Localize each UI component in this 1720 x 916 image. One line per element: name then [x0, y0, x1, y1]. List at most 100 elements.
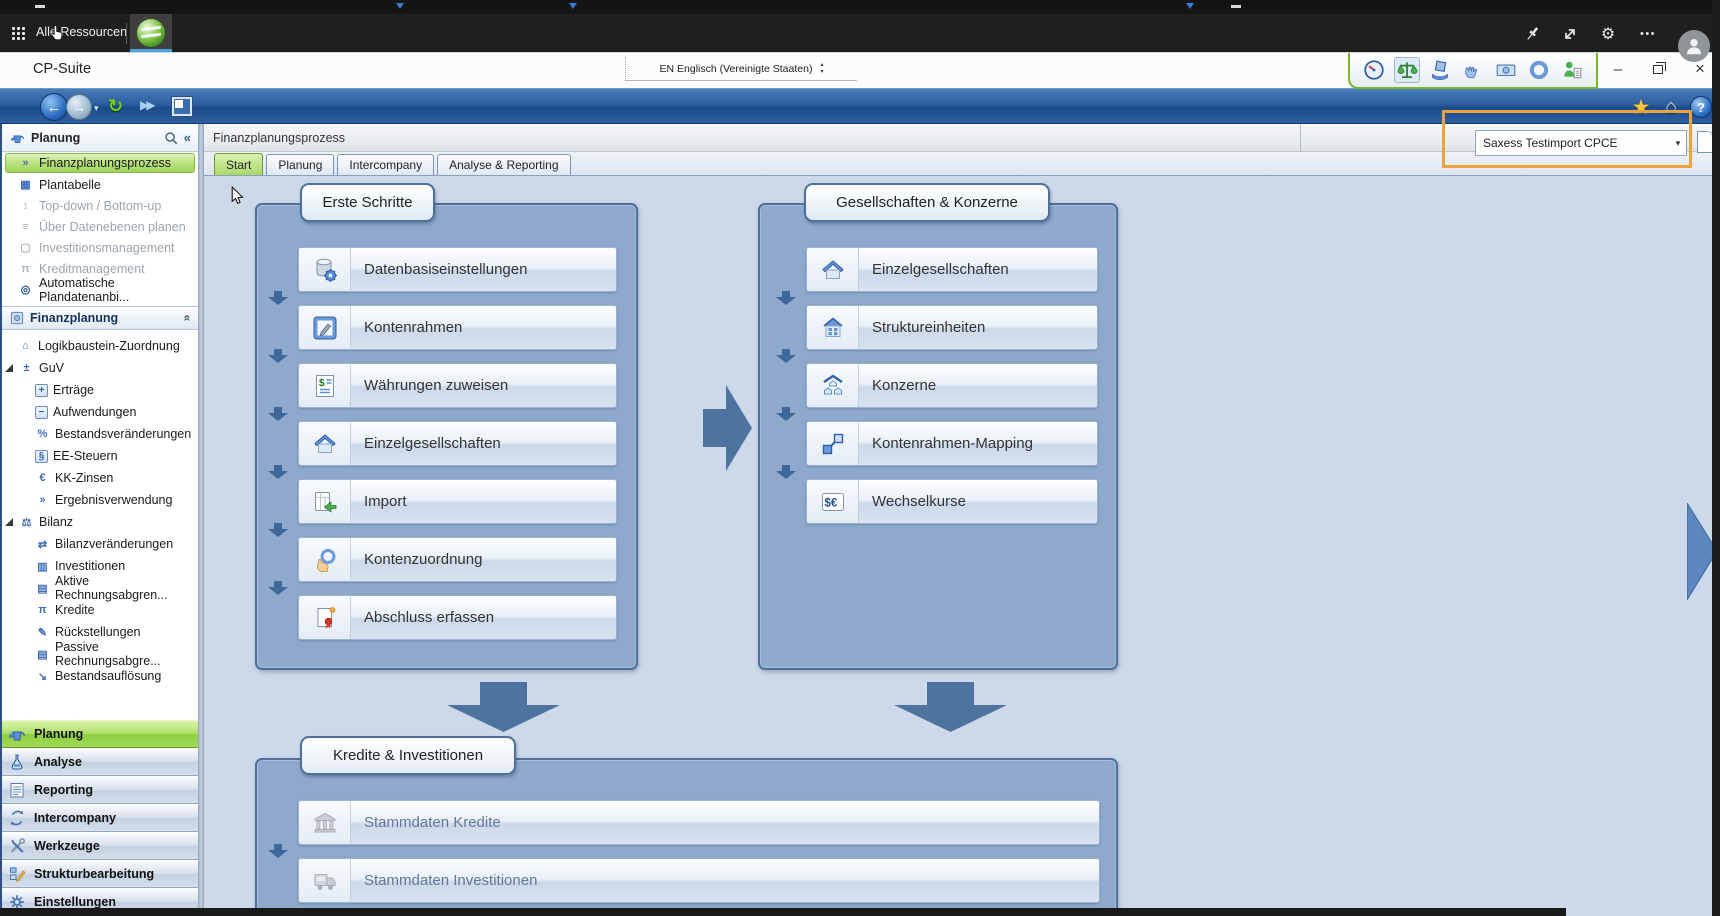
- scales-module-icon[interactable]: [1394, 57, 1420, 83]
- flow-item-struktureinheiten[interactable]: Struktureinheiten: [806, 305, 1098, 350]
- flow-item-stammdaten-investitionen[interactable]: Stammdaten Investitionen: [298, 858, 1100, 903]
- more-options-icon[interactable]: •••: [1639, 28, 1657, 40]
- accordion-planung[interactable]: Planung: [2, 720, 198, 748]
- tree-item-guv[interactable]: ±GuV: [2, 357, 198, 379]
- process-flow-canvas: Erste Schritte Datenbasiseinstellungen K…: [204, 176, 1720, 916]
- accordion-werkzeuge[interactable]: Werkzeuge: [2, 832, 198, 860]
- back-button[interactable]: ←: [40, 93, 68, 121]
- help-icon[interactable]: ?: [1688, 94, 1714, 120]
- document-page-icon[interactable]: [1697, 131, 1713, 153]
- hand-assign-icon: [299, 538, 351, 581]
- tree-item[interactable]: ⇄Bilanzveränderungen: [2, 533, 198, 555]
- tree-item[interactable]: §EE-Steuern: [2, 445, 198, 467]
- flow-item-datenbasiseinstellungen[interactable]: Datenbasiseinstellungen: [298, 247, 617, 292]
- gear-icon: [7, 892, 27, 912]
- accordion-label: Planung: [34, 727, 84, 741]
- flow-item-stammdaten-kredite[interactable]: Stammdaten Kredite: [298, 800, 1100, 845]
- accordion-reporting[interactable]: Reporting: [2, 776, 198, 804]
- flow-item-abschluss-erfassen[interactable]: Abschluss erfassen: [298, 595, 617, 640]
- refresh-icon[interactable]: ↻: [108, 96, 124, 116]
- tree-item[interactable]: −Aufwendungen: [2, 401, 198, 423]
- close-button[interactable]: ×: [1695, 59, 1705, 78]
- person-report-icon[interactable]: [1559, 57, 1585, 83]
- house-icon: [807, 248, 859, 291]
- expanded-caret-icon[interactable]: [5, 364, 13, 372]
- collapse-sidebar-icon[interactable]: «: [183, 130, 191, 145]
- tree-item[interactable]: %Bestandsveränderungen: [2, 423, 198, 445]
- top-edge-artifact: [396, 3, 404, 9]
- flow-item-wechselkurse[interactable]: $€ Wechselkurse: [806, 479, 1098, 524]
- database-gear-icon: [299, 248, 351, 291]
- flow-item-kontenrahmen[interactable]: Kontenrahmen: [298, 305, 617, 350]
- cube-hand-icon[interactable]: [1427, 57, 1453, 83]
- step-arrow-down-icon: [268, 349, 288, 363]
- banknote-icon[interactable]: [1493, 57, 1519, 83]
- sidebar-accordion: Planung Analyse Reporting Intercompany: [2, 720, 198, 916]
- tree-item-bilanz[interactable]: ⚖Bilanz: [2, 511, 198, 533]
- flyout-chevron-icon[interactable]: [1687, 503, 1717, 600]
- tab-analyse-reporting[interactable]: Analyse & Reporting: [437, 154, 571, 175]
- tab-planung[interactable]: Planung: [266, 154, 335, 175]
- flow-group-title: Kredite & Investitionen: [300, 736, 516, 775]
- user-avatar[interactable]: [1678, 30, 1710, 62]
- flow-item-waehrungen-zuweisen[interactable]: $ Währungen zuweisen: [298, 363, 617, 408]
- collapse-section-icon[interactable]: «: [180, 314, 195, 322]
- app-grid-menu-icon[interactable]: [12, 27, 25, 40]
- expanded-caret-icon[interactable]: [5, 518, 13, 526]
- flow-item-kontenzuordnung[interactable]: Kontenzuordnung: [298, 537, 617, 582]
- sidebar: Planung « » Finanzplanungsprozess ▦ Plan…: [0, 124, 198, 916]
- history-dropdown-icon[interactable]: ▾: [94, 103, 99, 113]
- flow-item-konzerne[interactable]: Konzerne: [806, 363, 1098, 408]
- combobox-dropdown-icon[interactable]: ▾: [1675, 137, 1681, 148]
- hand-icon[interactable]: [1460, 57, 1486, 83]
- sidebar-splitter[interactable]: [198, 124, 204, 916]
- accordion-strukturbearbeitung[interactable]: Strukturbearbeitung: [2, 860, 198, 888]
- closing-seal-icon: [299, 596, 351, 639]
- minimize-button[interactable]: –: [1613, 60, 1623, 78]
- restore-button[interactable]: [1644, 57, 1672, 81]
- expand-diagonal-icon[interactable]: [1560, 24, 1580, 44]
- building-icon: [807, 306, 859, 349]
- tree-item[interactable]: ↘Bestandsauflösung: [2, 665, 198, 687]
- tree-item[interactable]: »Ergebnisverwendung: [2, 489, 198, 511]
- step-arrow-down-icon: [268, 581, 288, 595]
- settings-gear-icon[interactable]: ⚙: [1600, 26, 1616, 43]
- cp-suite-app-tab[interactable]: [130, 14, 172, 52]
- sidebar-item-automatische-plandaten[interactable]: ◎ Automatische Plandatenanbi...: [2, 276, 198, 304]
- tree-item[interactable]: ✎Rückstellungen: [2, 621, 198, 643]
- tab-start[interactable]: Start: [214, 153, 264, 175]
- step-arrow-down-icon: [268, 291, 288, 305]
- accordion-intercompany[interactable]: Intercompany: [2, 804, 198, 832]
- flow-item-einzelgesellschaften-2[interactable]: Einzelgesellschaften: [806, 247, 1098, 292]
- annotation-highlight-rectangle: [1442, 110, 1692, 168]
- language-spinner-icon[interactable]: ▴▾: [820, 61, 824, 75]
- tree-item[interactable]: ⌂Logikbaustein-Zuordnung: [2, 335, 198, 357]
- pin-icon[interactable]: [1522, 24, 1542, 44]
- flow-item-import[interactable]: Import: [298, 479, 617, 524]
- accordion-analyse[interactable]: Analyse: [2, 748, 198, 776]
- sidebar-section-finanzplanung[interactable]: Finanzplanung «: [2, 306, 198, 330]
- forward-button[interactable]: →: [66, 94, 92, 120]
- tab-intercompany[interactable]: Intercompany: [337, 154, 435, 175]
- search-icon[interactable]: [164, 131, 178, 145]
- tree-item[interactable]: ▤Aktive Rechnungsabgren...: [2, 574, 198, 602]
- tree-item[interactable]: +Erträge: [2, 379, 198, 401]
- ring-icon[interactable]: [1526, 57, 1552, 83]
- fast-forward-icon[interactable]: ▶▶: [140, 98, 156, 112]
- gauge-icon[interactable]: [1361, 57, 1387, 83]
- flow-item-einzelgesellschaften[interactable]: Einzelgesellschaften: [298, 421, 617, 466]
- tree-item[interactable]: ▤Passive Rechnungsabgre...: [2, 640, 198, 668]
- structure-edit-icon: [7, 864, 27, 884]
- sidebar-item-finanzplanungsprozess[interactable]: » Finanzplanungsprozess: [5, 153, 195, 173]
- percent-icon: %: [37, 428, 48, 440]
- language-value: EN Englisch (Vereinigte Staaten): [659, 62, 813, 75]
- tree-item[interactable]: €KK-Zinsen: [2, 467, 198, 489]
- sidebar-item-plantabelle[interactable]: ▦ Plantabelle: [2, 174, 198, 195]
- language-selector[interactable]: EN Englisch (Vereinigte Staaten) ▴▾: [625, 57, 857, 81]
- workspace-selector[interactable]: Saxess Testimport CPCE ▾: [1475, 130, 1687, 156]
- flow-item-kontenrahmen-mapping[interactable]: Kontenrahmen-Mapping: [806, 421, 1098, 466]
- paragraph-tax-icon: §: [35, 449, 48, 463]
- layout-window-icon[interactable]: [172, 97, 192, 116]
- tree-item[interactable]: ▥Investitionen: [2, 555, 198, 577]
